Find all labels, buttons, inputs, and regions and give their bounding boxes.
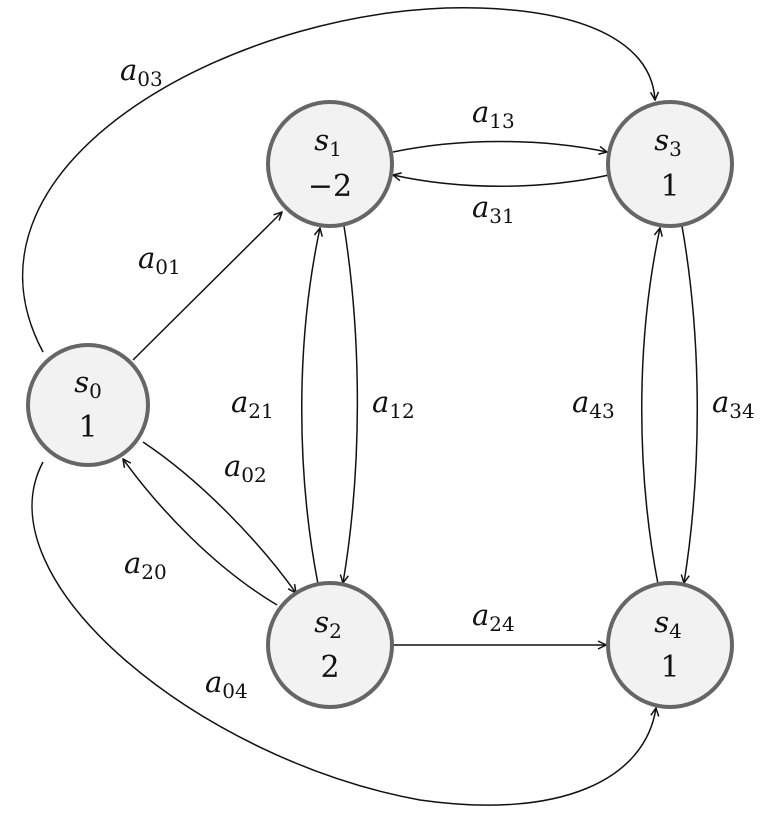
label-a13: a13	[472, 95, 515, 133]
node-s2-value: 2	[320, 650, 339, 685]
node-s0-circle	[26, 343, 150, 467]
label-a20: a20	[124, 546, 167, 584]
edge-a34	[682, 225, 699, 583]
node-s1-circle	[266, 100, 394, 228]
label-a24: a24	[472, 598, 515, 636]
node-s2-label: s2	[314, 605, 342, 643]
edge-a01	[132, 212, 282, 361]
node-s3-value: 1	[660, 169, 679, 204]
edge-a43	[641, 228, 660, 585]
node-s0-label: s0	[74, 365, 102, 403]
node-s4: s4 1	[606, 581, 734, 709]
node-s2-circle	[266, 581, 394, 709]
node-s0-value: 1	[78, 410, 97, 445]
label-a12: a12	[372, 385, 415, 423]
node-s4-label: s4	[654, 605, 682, 643]
edge-a02	[142, 441, 296, 593]
node-s4-circle	[606, 581, 734, 709]
label-a04: a04	[205, 665, 248, 703]
node-s3-label: s3	[654, 123, 682, 161]
node-s3-circle	[606, 100, 734, 228]
edges	[21, 7, 699, 806]
label-a03: a03	[120, 53, 163, 91]
edge-a13	[392, 140, 607, 153]
node-s3: s3 1	[606, 100, 734, 228]
edge-a03	[21, 7, 655, 353]
node-s4-value: 1	[660, 650, 679, 685]
node-s1-label: s1	[314, 123, 342, 161]
edge-a21	[301, 228, 320, 585]
node-s1: s1 −2	[266, 100, 394, 228]
edge-labels: a01 a03 a04 a02 a20 a13 a31 a12 a21 a24	[120, 53, 755, 703]
label-a01: a01	[138, 241, 181, 279]
node-s0: s0 1	[26, 343, 150, 467]
edge-a04	[31, 461, 656, 806]
label-a21: a21	[231, 385, 274, 423]
label-a43: a43	[572, 385, 615, 423]
node-s1-value: −2	[308, 169, 352, 204]
label-a31: a31	[472, 190, 515, 228]
edge-a31	[393, 175, 610, 187]
label-a34: a34	[712, 385, 755, 423]
label-a02: a02	[224, 449, 267, 487]
node-s2: s2 2	[266, 581, 394, 709]
edge-a12	[343, 225, 359, 583]
edge-a20	[123, 459, 278, 606]
